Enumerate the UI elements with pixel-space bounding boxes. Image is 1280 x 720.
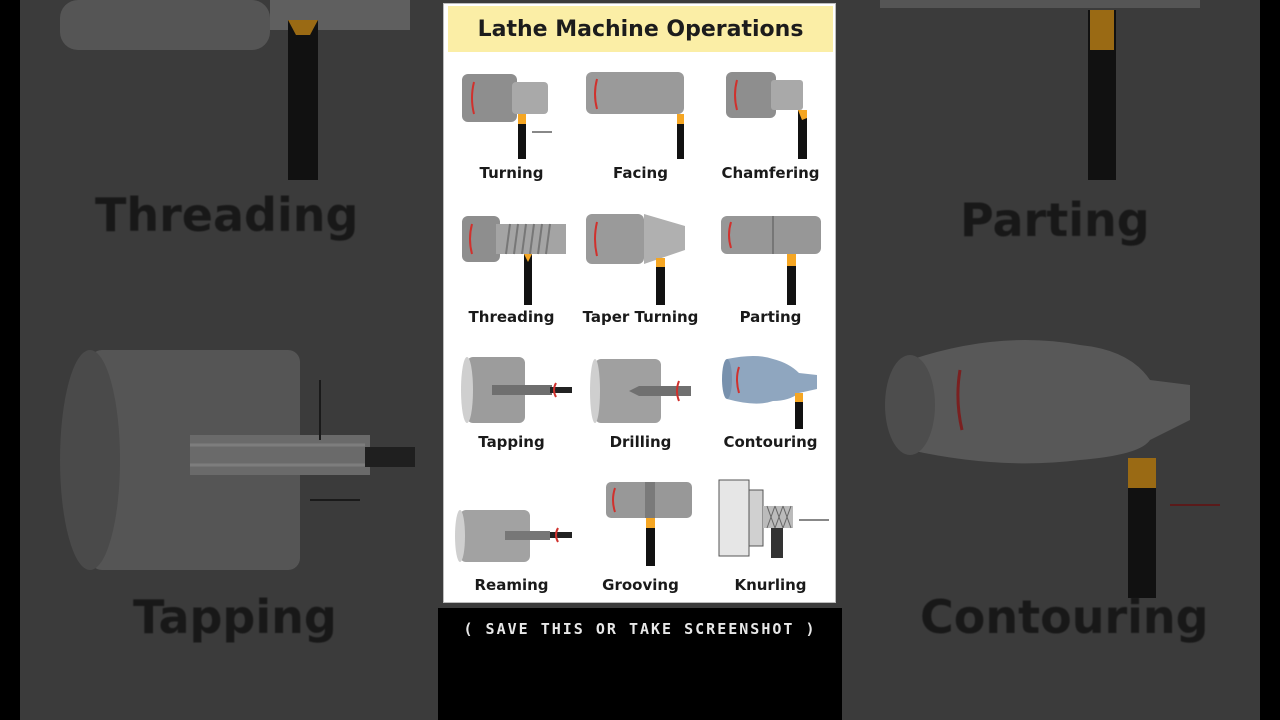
op-tapping: Tapping (446, 349, 577, 459)
op-label: Reaming (474, 576, 549, 594)
bg-tapping-label: Tapping (133, 590, 337, 644)
op-grooving: Grooving (575, 468, 706, 598)
op-label: Grooving (602, 576, 679, 594)
op-label: Parting (739, 308, 802, 326)
caption-bar: ( SAVE THIS OR TAKE SCREENSHOT ) (438, 608, 842, 720)
poster-title-bar: Lathe Machine Operations (448, 6, 833, 52)
op-label: Facing (613, 164, 668, 182)
op-label: Drilling (609, 433, 672, 451)
op-contouring: Contouring (705, 349, 835, 459)
poster-title: Lathe Machine Operations (477, 16, 804, 42)
taper-turning-diagram (585, 214, 685, 305)
tapping-diagram (460, 357, 572, 423)
bg-parting-label: Parting (960, 193, 1150, 247)
bg-threading-label: Threading (95, 188, 359, 242)
op-threading: Threading (446, 200, 577, 330)
threading-diagram (461, 216, 566, 305)
op-label: Contouring (723, 433, 818, 451)
facing-diagram (585, 72, 684, 159)
op-label: Tapping (478, 433, 545, 451)
drilling-diagram (589, 359, 691, 423)
contouring-diagram (721, 356, 817, 429)
op-label: Turning (479, 164, 544, 182)
parting-diagram (720, 216, 821, 305)
op-drilling: Drilling (575, 349, 706, 459)
op-knurling: Knurling (705, 468, 835, 598)
knurling-diagram (718, 479, 829, 558)
grooving-diagram (605, 482, 692, 566)
save-caption: ( SAVE THIS OR TAKE SCREENSHOT ) (463, 620, 817, 638)
op-reaming: Reaming (446, 468, 577, 598)
op-parting: Parting (705, 200, 835, 330)
op-label: Knurling (734, 576, 807, 594)
op-taper-turning: Taper Turning (575, 200, 706, 330)
background-illustration (60, 0, 1220, 598)
lathe-operations-poster: Lathe Machine Operations Turning Facing (443, 3, 836, 603)
op-label: Taper Turning (582, 308, 699, 326)
reaming-diagram (454, 510, 572, 562)
chamfering-diagram (725, 72, 807, 159)
op-facing: Facing (575, 54, 706, 184)
op-label: Threading (468, 308, 555, 326)
op-chamfering: Chamfering (705, 54, 835, 184)
op-turning: Turning (446, 54, 577, 184)
turning-diagram (461, 74, 552, 159)
op-label: Chamfering (721, 164, 820, 182)
bg-contouring-label: Contouring (920, 590, 1209, 644)
